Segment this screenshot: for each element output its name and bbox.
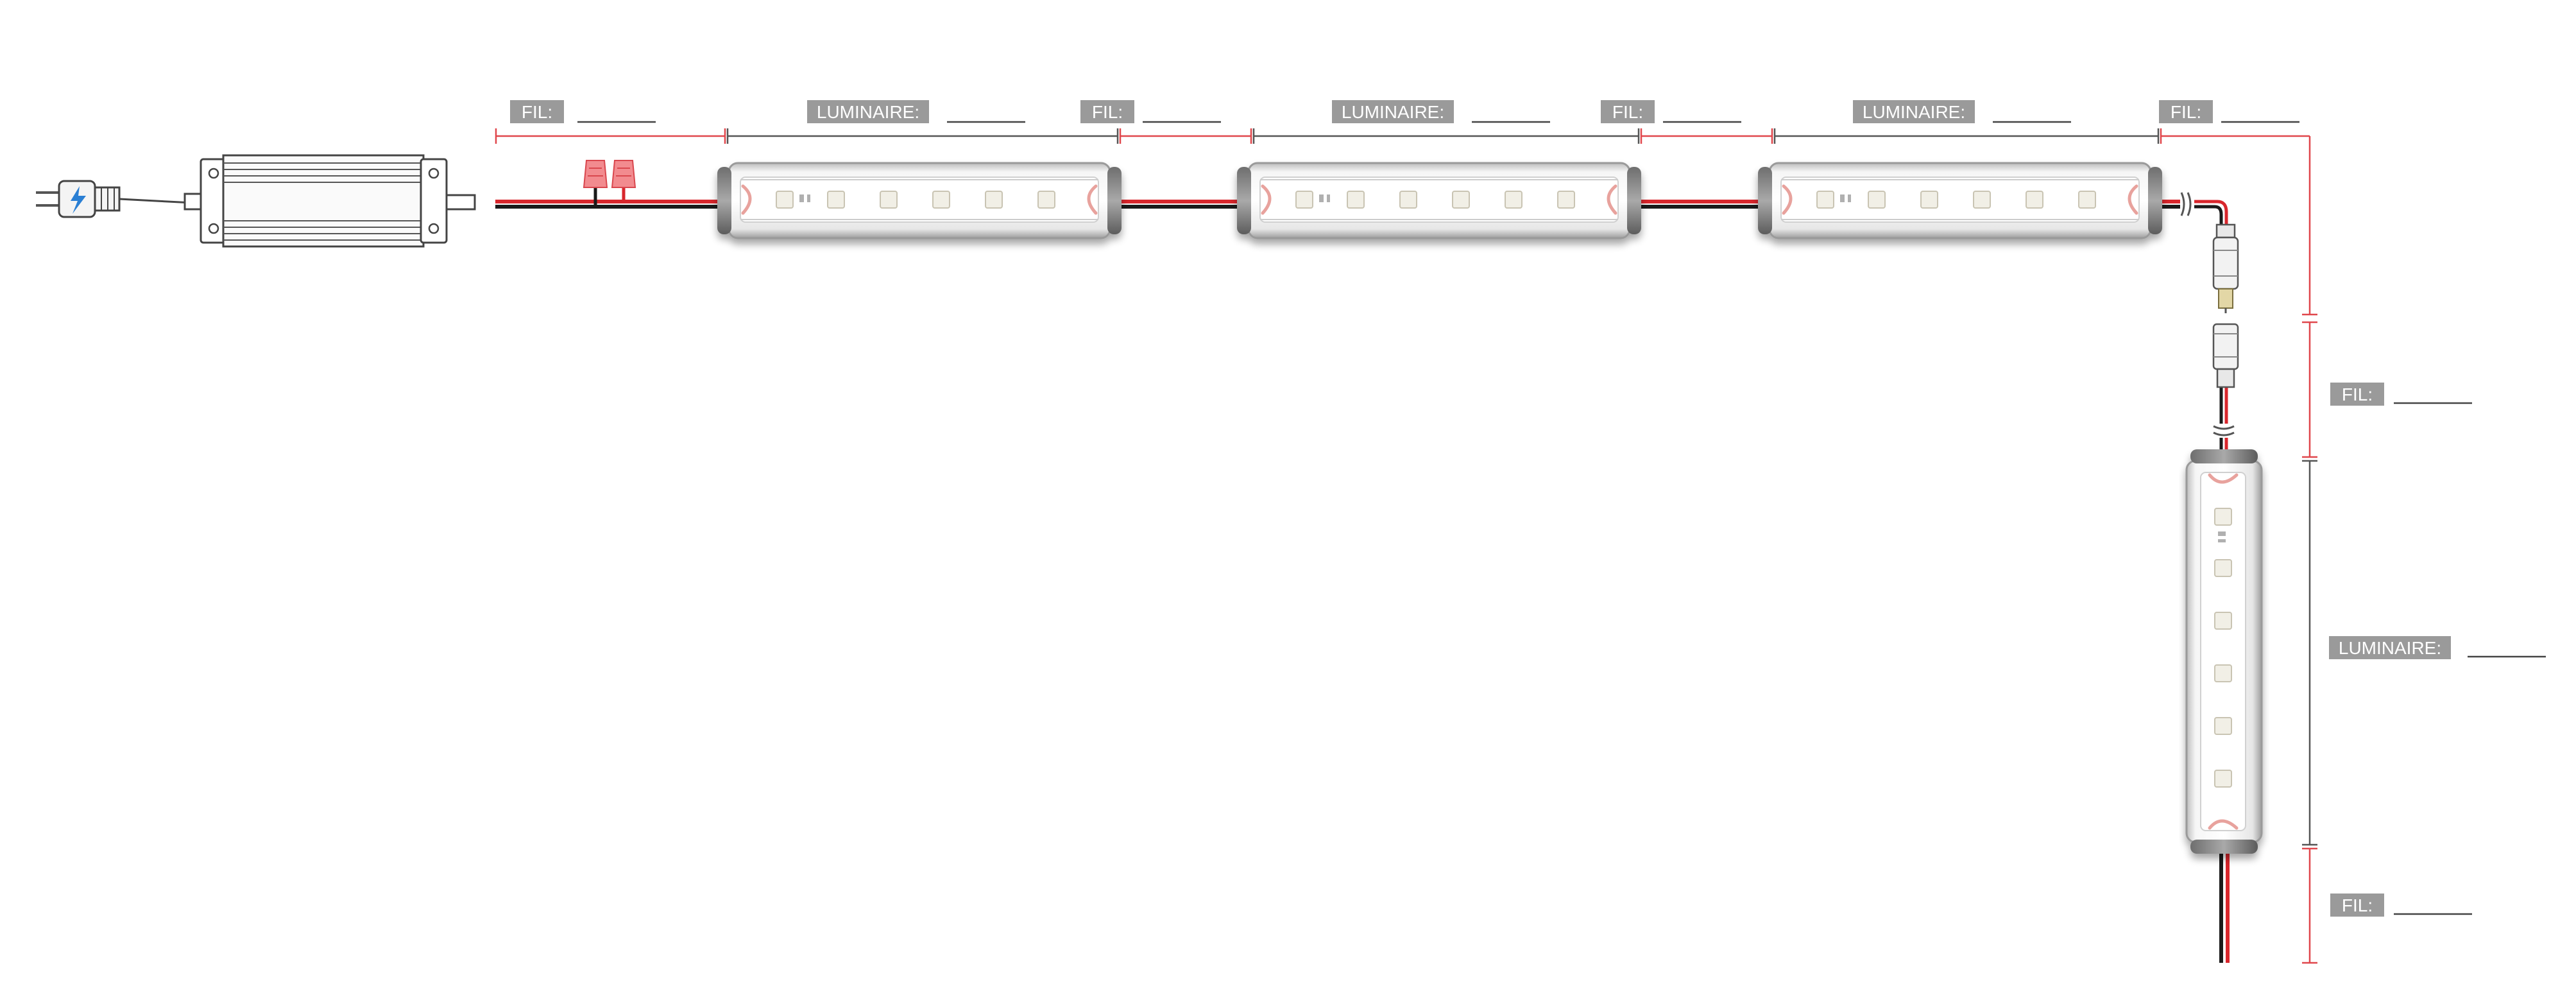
wire-label: FIL: xyxy=(522,102,552,122)
led-light-bar-icon xyxy=(2187,449,2262,854)
wire-length-tag-3: FIL: xyxy=(1601,100,1741,123)
power-supply-icon xyxy=(183,154,476,248)
wire-label: FIL: xyxy=(2171,102,2201,122)
dimension-fixture-3 xyxy=(1773,128,2160,144)
fixture-label: LUMINAIRE: xyxy=(2339,638,2441,658)
wire-connector-icon xyxy=(583,160,636,207)
wire-label: FIL: xyxy=(1092,102,1123,122)
dimension-lines xyxy=(495,128,2317,964)
dimension-fixture-4 xyxy=(2302,460,2317,846)
wire-length-tag-5: FIL: xyxy=(2330,383,2472,406)
fixture-length-tag-3: LUMINAIRE: xyxy=(1853,100,2071,123)
fixture-label: LUMINAIRE: xyxy=(817,102,919,122)
dimension-fixture-1 xyxy=(726,128,1119,144)
dc-barrel-connector-icon xyxy=(2212,323,2239,388)
wire-label: FIL: xyxy=(2342,384,2373,404)
led-light-bar-icon xyxy=(717,163,1122,238)
wire-length-tag-2: FIL: xyxy=(1080,100,1221,123)
fixture-label: LUMINAIRE: xyxy=(1863,102,1965,122)
fixture-length-tag-2: LUMINAIRE: xyxy=(1332,100,1550,123)
dimension-wire-3 xyxy=(1640,128,1773,144)
wire-length-tag-4: FIL: xyxy=(2159,100,2299,123)
dimension-wire-6 xyxy=(2302,847,2317,964)
fixture-length-tag-1: LUMINAIRE: xyxy=(807,100,1025,123)
label-tags: FIL: LUMINAIRE: FIL: LUMINAIRE: FIL: LUM… xyxy=(510,100,2546,917)
dc-barrel-connector-icon xyxy=(2212,223,2239,313)
fixture-label: LUMINAIRE: xyxy=(1342,102,1444,122)
power-plug-icon xyxy=(36,180,193,218)
led-light-bar-icon xyxy=(1237,163,1641,238)
led-light-bar-icon xyxy=(1758,163,2162,238)
dimension-fixture-2 xyxy=(1252,128,1640,144)
wire-length-tag-1: FIL: xyxy=(510,100,656,123)
dimension-wire-5 xyxy=(2302,321,2317,458)
dimension-wire-2 xyxy=(1119,128,1252,144)
wire-length-tag-6: FIL: xyxy=(2330,894,2472,917)
dimension-wire-4 xyxy=(2160,128,2317,316)
fixture-length-tag-4: LUMINAIRE: xyxy=(2329,636,2546,659)
dimension-wire-1 xyxy=(495,128,726,144)
wire-label: FIL: xyxy=(1612,102,1643,122)
wires xyxy=(495,192,2235,963)
wire-label: FIL: xyxy=(2342,895,2373,915)
